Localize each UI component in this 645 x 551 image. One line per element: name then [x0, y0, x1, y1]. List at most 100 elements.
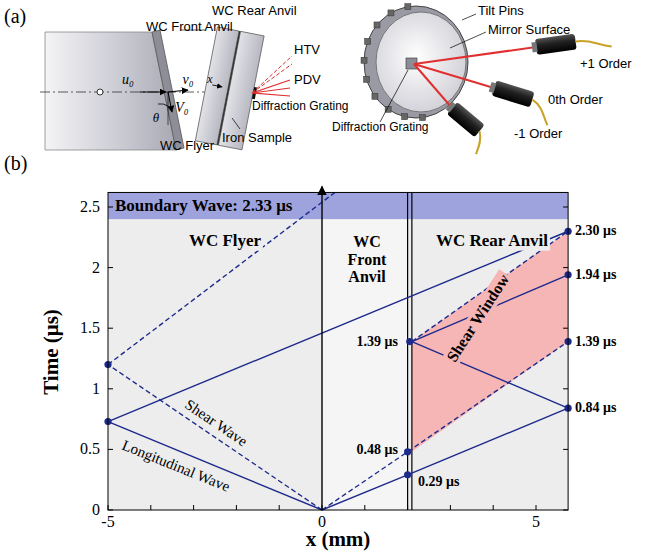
tick	[108, 510, 113, 511]
shear-window	[412, 231, 568, 452]
tick	[563, 449, 568, 450]
tick	[108, 207, 113, 208]
part-name: Diffraction Grating	[332, 121, 429, 134]
time-value: 1.39 μs	[575, 334, 616, 349]
tilt-pin	[388, 10, 394, 16]
tick	[279, 505, 280, 510]
tick	[563, 510, 568, 511]
tick	[407, 505, 408, 510]
tick	[193, 505, 194, 510]
region-name: WC Front Anvil	[340, 233, 394, 286]
event-dot	[404, 471, 411, 478]
probe-name: 0th Order	[548, 93, 603, 107]
tick-label: 2	[92, 259, 100, 277]
panel-letter: (a)	[4, 5, 26, 27]
tick	[322, 505, 323, 510]
time-value: 2.30 μs	[575, 224, 616, 239]
wave-path	[108, 231, 568, 421]
part-name: Iron Sample	[222, 131, 292, 145]
band-label-box: Boundary Wave: 2.33 μs	[108, 192, 568, 219]
interface	[407, 192, 408, 510]
time-value: 0.84 μs	[575, 400, 616, 415]
probe-name: -1 Order	[514, 127, 562, 141]
tick	[150, 505, 151, 510]
wave-path	[108, 422, 322, 510]
tilt-pin	[372, 93, 378, 99]
tick-label: 2.5	[80, 198, 100, 216]
coordinate-symbol: x	[207, 73, 212, 86]
probe-name: PDV	[294, 73, 321, 87]
tilt-pin	[361, 57, 367, 63]
tilt-pin	[405, 4, 411, 10]
velocity-symbol: v₀	[182, 72, 193, 87]
time-value: 0.29 μs	[416, 474, 461, 489]
front-anvil-region	[322, 192, 408, 510]
tick-label: 0	[92, 501, 100, 519]
wave-path	[412, 342, 568, 409]
tick-label: -5	[101, 513, 114, 531]
tilt-pin	[364, 76, 370, 82]
region-name: WC Flyer	[187, 232, 263, 251]
region-name: WC Rear Anvil	[434, 232, 550, 251]
tick	[364, 505, 365, 510]
tick	[108, 267, 113, 268]
flyer-assembly	[40, 30, 205, 150]
plot-ground	[108, 192, 568, 510]
tick	[450, 505, 451, 510]
tilt-pin	[365, 38, 371, 44]
wave-path	[322, 408, 568, 510]
wave-path	[322, 342, 568, 510]
tick	[563, 267, 568, 268]
tick-label: 1	[92, 380, 100, 398]
axis-title: x (mm)	[306, 528, 371, 551]
tick	[493, 505, 494, 510]
boundary-band	[108, 192, 568, 219]
wave-path	[108, 365, 322, 510]
event-dot	[404, 448, 411, 455]
tilt-pin	[420, 115, 426, 121]
tilt-pin	[402, 114, 408, 120]
tick	[108, 449, 113, 450]
tick-label: 5	[532, 513, 540, 531]
tick	[563, 388, 568, 389]
band-label: Boundary Wave: 2.33 μs	[115, 196, 292, 216]
tick-label: 0	[318, 513, 326, 531]
tick	[563, 207, 568, 208]
tick	[236, 505, 237, 510]
tick	[108, 505, 109, 510]
velocity-symbol: V₀	[175, 100, 188, 115]
xt-diagram	[104, 186, 571, 510]
probe	[484, 79, 555, 125]
tilt-pins	[361, 4, 425, 121]
wave-path	[108, 192, 335, 364]
part-name: WC Front Anvil	[146, 20, 233, 34]
tick	[536, 505, 537, 510]
part-name: Mirror Surface	[488, 23, 570, 37]
probe-name: +1 Order	[580, 57, 632, 71]
part-name: WC Flyer	[160, 139, 214, 153]
axis-title: Time (μs)	[40, 309, 63, 395]
interface	[411, 192, 412, 510]
tick-label: 0.5	[80, 441, 100, 459]
tick	[563, 328, 568, 329]
time-value: 0.48 μs	[355, 442, 400, 457]
velocity-symbol: u₀	[122, 72, 134, 87]
time-value: 1.39 μs	[355, 334, 400, 349]
event-dot	[406, 338, 413, 345]
part-name: WC Rear Anvil	[212, 4, 297, 18]
angle-symbol: θ	[153, 111, 159, 125]
tick	[108, 328, 113, 329]
tick-label: 1.5	[80, 319, 100, 337]
probe	[436, 99, 494, 154]
tilt-pin	[374, 22, 380, 28]
panel-letter: (b)	[4, 152, 27, 174]
time-value: 1.94 μs	[575, 267, 616, 282]
tick	[108, 388, 113, 389]
probe-name: HTV	[294, 43, 320, 57]
time-axis-arrow	[321, 186, 322, 510]
part-name: Tilt Pins	[478, 4, 524, 18]
plot-frame	[108, 192, 568, 510]
mirror-disk	[364, 6, 468, 118]
part-name: Diffraction Grating	[252, 100, 349, 113]
